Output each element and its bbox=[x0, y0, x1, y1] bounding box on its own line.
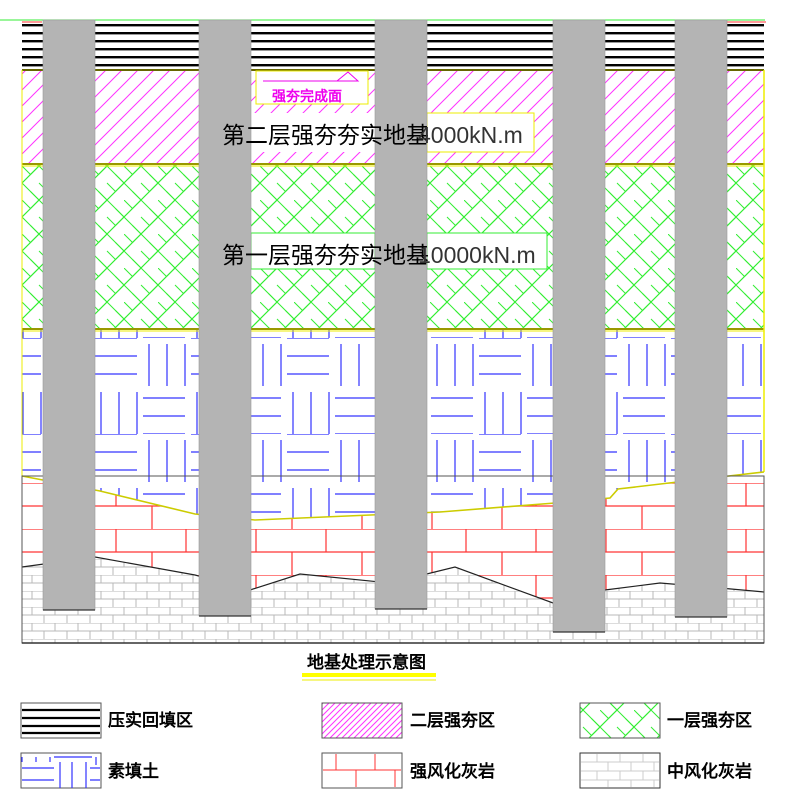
legend-label-plain-fill: 素填土 bbox=[108, 761, 159, 782]
layer2-label: 第二层强夯夯实地基 bbox=[222, 123, 429, 149]
diagram-title: 地基处理示意图 bbox=[307, 652, 426, 673]
completion-surface-label: 强夯完成面 bbox=[272, 88, 342, 105]
pile-3 bbox=[374, 19, 428, 610]
layer1-energy-box bbox=[426, 232, 548, 270]
layer1-label-box bbox=[250, 232, 376, 270]
pile-5 bbox=[674, 19, 728, 618]
layer1-label: 第一层强夯夯实地基 bbox=[222, 243, 429, 269]
layer2-label-box bbox=[251, 113, 375, 152]
legend-label-moderate-weathered: 中风化灰岩 bbox=[667, 761, 752, 782]
layer2-energy-box bbox=[426, 112, 535, 153]
legend-label-compacted-fill: 压实回填区 bbox=[108, 710, 193, 731]
pile-4 bbox=[552, 19, 606, 633]
legend-label-layer2: 二层强夯区 bbox=[410, 710, 495, 731]
title-underline bbox=[302, 673, 436, 677]
legend-label-layer1: 一层强夯区 bbox=[667, 710, 752, 731]
pile-1 bbox=[42, 19, 96, 611]
legend-swatch-layer1 bbox=[579, 702, 661, 739]
legend-label-strong-weathered: 强风化灰岩 bbox=[410, 761, 495, 782]
legend-compacted-fill-lines bbox=[22, 708, 100, 735]
legend-swatch-plain-fill bbox=[20, 752, 102, 789]
completion-surface-box bbox=[255, 70, 369, 105]
legend: 压实回填区 二层强夯区 一层强夯区 素填土 强风化灰岩 中风化灰岩 bbox=[20, 702, 752, 789]
legend-plain-fill-lines bbox=[21, 756, 100, 788]
layer2-energy: 4000kN.m bbox=[418, 122, 523, 148]
legend-moderate-weathered-lines bbox=[581, 754, 659, 787]
pile-2 bbox=[198, 19, 252, 617]
piles bbox=[42, 19, 728, 633]
boundary-plain-weathered bbox=[21, 471, 765, 521]
legend-strong-weathered-lines bbox=[323, 754, 401, 787]
completion-surface-marker bbox=[263, 71, 360, 82]
legend-swatch-layer2 bbox=[321, 702, 403, 739]
layer1-energy: 10000kN.m bbox=[418, 242, 536, 268]
